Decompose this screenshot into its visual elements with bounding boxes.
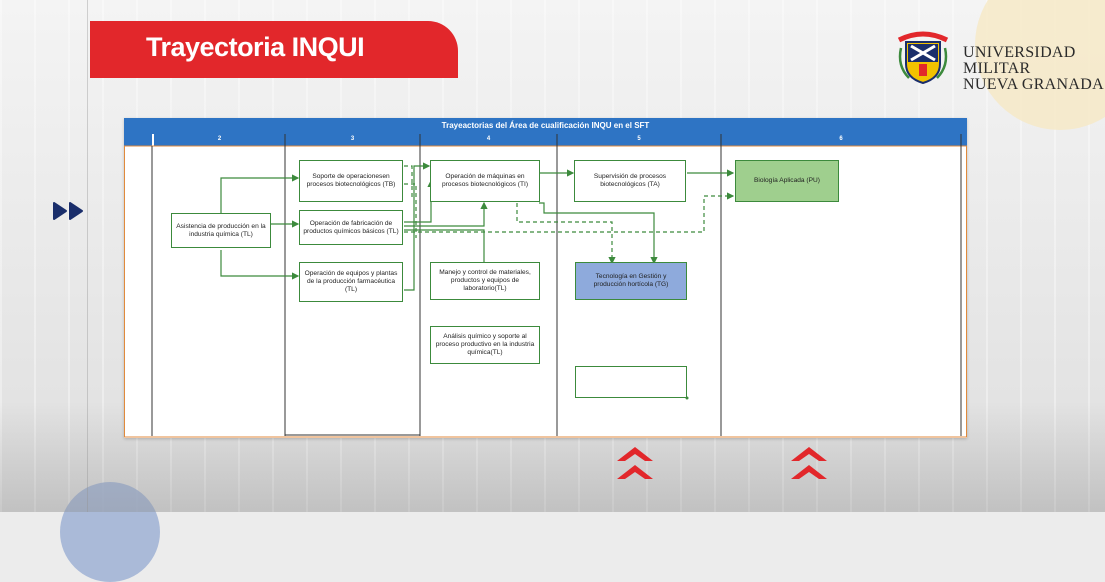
box-asistencia: Asistencia de producción en la industria… [171,213,271,248]
column-header-2: 2 [217,136,222,142]
box-empty [575,366,687,398]
column-header-3: 3 [350,136,355,142]
chevron-up-icon[interactable] [617,445,653,483]
box-analisis: Análisis químico y soporte al proceso pr… [430,326,540,364]
box-maquinas: Operación de máquinas en procesos biotec… [430,160,540,202]
slide-title: Trayectoria INQUI [146,32,365,62]
diagram-title: Trayeactorias del Área de cualificación … [124,118,967,134]
chevron-up-icon-2[interactable] [791,445,827,483]
box-fabricacion: Operación de fabricación de productos qu… [299,210,403,245]
column-header-6: 6 [839,136,843,142]
diagram-frame [124,134,967,438]
university-shield-icon [897,31,949,85]
box-supervision: Supervisión de procesos biotecnológicos … [574,160,686,202]
box-equipos: Operación de equipos y plantas de la pro… [299,262,403,302]
box-biologia: Biología Aplicada (PU) [735,160,839,202]
column-header-4: 4 [486,136,491,142]
title-banner: Trayectoria INQUI [90,21,458,78]
decorative-line [87,0,88,512]
university-name: UNIVERSIDAD MILITAR NUEVA GRANADA [963,45,1105,93]
trajectory-diagram: Trayeactorias del Área de cualificación … [124,118,967,438]
box-manejo: Manejo y control de materiales, producto… [430,262,540,300]
column-header-5: 5 [637,136,641,142]
box-soporte: Soporte de operacionesen procesos biotec… [299,160,403,202]
university-name-line1: UNIVERSIDAD MILITAR [963,44,1076,77]
double-play-icon[interactable] [52,201,86,221]
university-name-line2: NUEVA GRANADA [963,76,1104,93]
box-tecnologia: Tecnología en Gestión y producción hortí… [575,262,687,300]
